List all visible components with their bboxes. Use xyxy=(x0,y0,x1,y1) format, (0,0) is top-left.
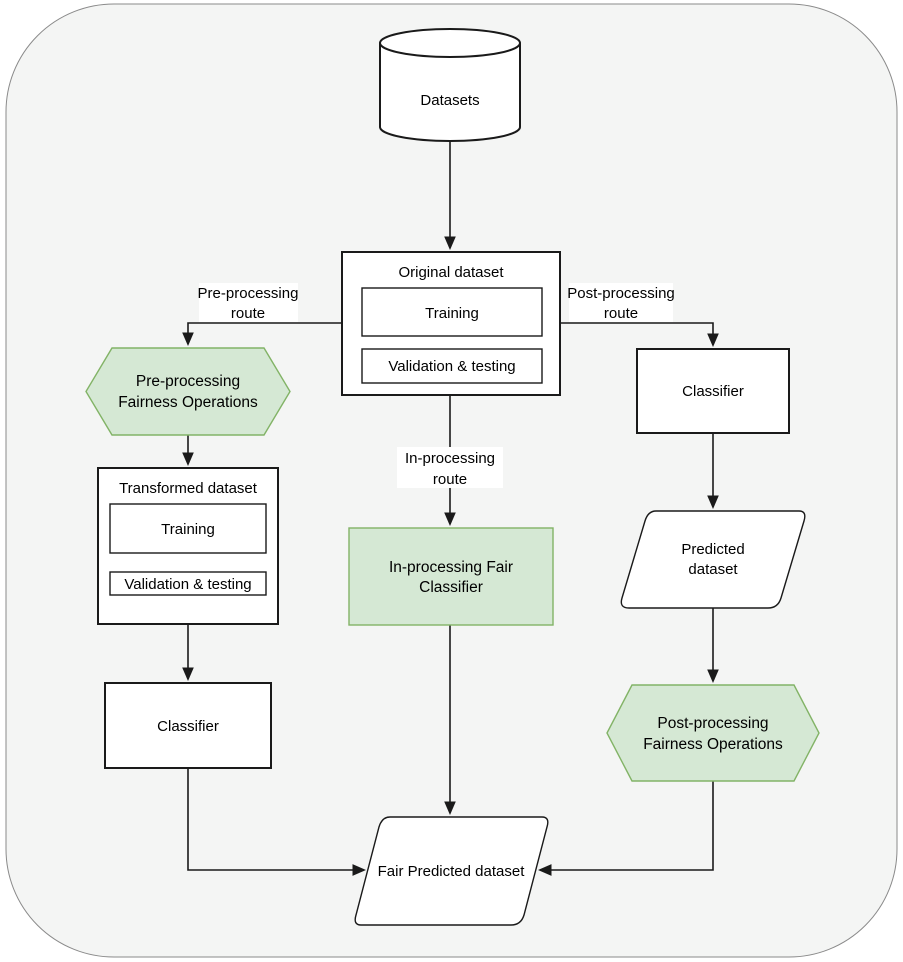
arrow-left-classifier-to-fair-predicted xyxy=(187,768,367,876)
cylinder-rim xyxy=(379,42,521,58)
predicted-dataset-node: Predicted dataset xyxy=(620,510,806,609)
in-processing-classifier-node: In-processing Fair Classifier xyxy=(348,527,554,626)
left-classifier-node: Classifier xyxy=(104,682,272,769)
datasets-node: Datasets xyxy=(379,28,521,142)
right-classifier-label: Classifier xyxy=(682,383,744,400)
fair-predicted-label: Fair Predicted dataset xyxy=(378,863,526,880)
original-dataset-node: Original dataset Training Validation & t… xyxy=(341,251,561,396)
original-validation-label: Validation & testing xyxy=(388,358,515,375)
route-labels: Pre-processing route Post-processing rou… xyxy=(198,283,675,488)
pre-ops-line2: Fairness Operations xyxy=(118,394,258,411)
original-dataset-title: Original dataset xyxy=(398,264,504,281)
transformed-training-box xyxy=(109,503,267,554)
right-classifier-node: Classifier xyxy=(636,348,790,434)
post-processing-ops-node: Post-processing Fairness Operations xyxy=(606,684,820,782)
pre-route-line1: Pre-processing xyxy=(198,285,299,302)
post-route-label-bg xyxy=(569,283,673,322)
in-route-label-bg xyxy=(397,447,503,488)
transformed-validation-label: Validation & testing xyxy=(124,576,251,593)
post-route-line1: Post-processing xyxy=(567,285,675,302)
in-classifier-line1: In-processing Fair xyxy=(389,559,513,576)
in-classifier-box xyxy=(348,527,554,626)
fair-predicted-dataset-node: Fair Predicted dataset xyxy=(354,816,549,926)
predicted-line2: dataset xyxy=(688,561,738,578)
original-validation-box xyxy=(361,348,543,384)
arrow-original-to-pre-ops xyxy=(182,322,342,347)
arrow-post-ops-to-fair-predicted xyxy=(537,781,714,876)
in-route-line1: In-processing xyxy=(405,450,495,467)
fair-predicted-parallelogram xyxy=(354,816,549,926)
left-classifier-box xyxy=(104,682,272,769)
datasets-label: Datasets xyxy=(420,92,479,109)
post-route-line2: route xyxy=(604,305,638,322)
connectors xyxy=(182,141,719,876)
pre-ops-hexagon xyxy=(85,347,291,436)
post-ops-line2: Fairness Operations xyxy=(643,736,783,753)
predicted-parallelogram xyxy=(620,510,806,609)
arrow-original-to-right-classifier xyxy=(560,322,719,348)
predicted-line1: Predicted xyxy=(681,541,744,558)
pre-ops-line1: Pre-processing xyxy=(136,373,240,390)
pre-route-label-bg xyxy=(199,283,298,322)
in-route-line2: route xyxy=(433,471,467,488)
transformed-training-label: Training xyxy=(161,521,215,538)
right-classifier-box xyxy=(636,348,790,434)
original-training-box xyxy=(361,287,543,337)
post-ops-line1: Post-processing xyxy=(657,715,768,732)
cylinder-shape xyxy=(379,28,521,142)
pre-processing-ops-node: Pre-processing Fairness Operations xyxy=(85,347,291,436)
original-training-label: Training xyxy=(425,305,479,322)
left-classifier-label: Classifier xyxy=(157,718,219,735)
transformed-dataset-node: Transformed dataset Training Validation … xyxy=(97,467,279,625)
post-ops-hexagon xyxy=(606,684,820,782)
in-classifier-line2: Classifier xyxy=(419,579,483,596)
pre-route-line2: route xyxy=(231,305,265,322)
transformed-validation-box xyxy=(109,571,267,596)
transformed-dataset-title: Transformed dataset xyxy=(119,480,258,497)
